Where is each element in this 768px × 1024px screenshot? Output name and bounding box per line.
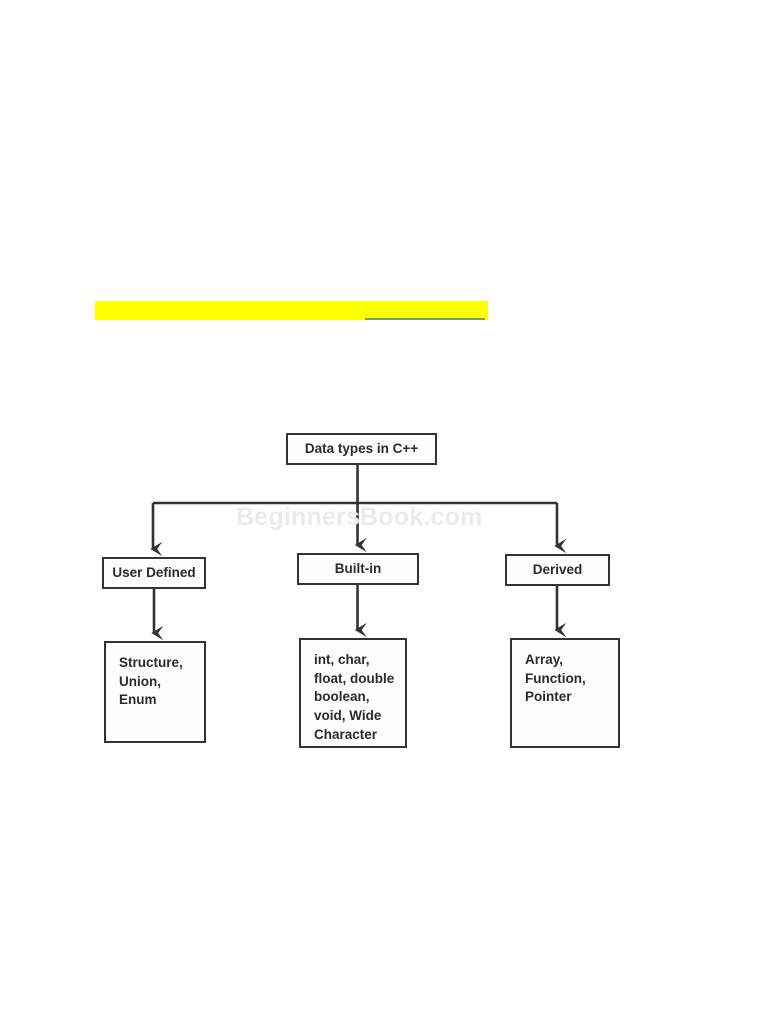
node-built-in-label: Built-in <box>334 560 382 576</box>
node-built-in-items[interactable]: int, char, float, double boolean, void, … <box>299 638 407 748</box>
node-root-label: Data types in C++ <box>304 440 419 456</box>
watermark-text: BeginnersBook.com <box>236 503 483 531</box>
node-derived[interactable]: Derived <box>505 554 610 586</box>
node-root[interactable]: Data types in C++ <box>286 433 437 465</box>
highlighted-link-text[interactable] <box>365 302 485 320</box>
node-derived-items-label: Array, Function, Pointer <box>525 652 586 705</box>
node-user-defined[interactable]: User Defined <box>102 557 206 589</box>
node-built-in[interactable]: Built-in <box>297 553 419 585</box>
node-built-in-items-label: int, char, float, double boolean, void, … <box>314 652 395 742</box>
node-user-defined-items-label: Structure, Union, Enum <box>119 655 183 708</box>
highlight-bar <box>95 301 488 320</box>
node-user-defined-label: User Defined <box>112 564 196 580</box>
node-derived-label: Derived <box>532 561 583 577</box>
node-derived-items[interactable]: Array, Function, Pointer <box>510 638 620 748</box>
node-user-defined-items[interactable]: Structure, Union, Enum <box>104 641 206 743</box>
